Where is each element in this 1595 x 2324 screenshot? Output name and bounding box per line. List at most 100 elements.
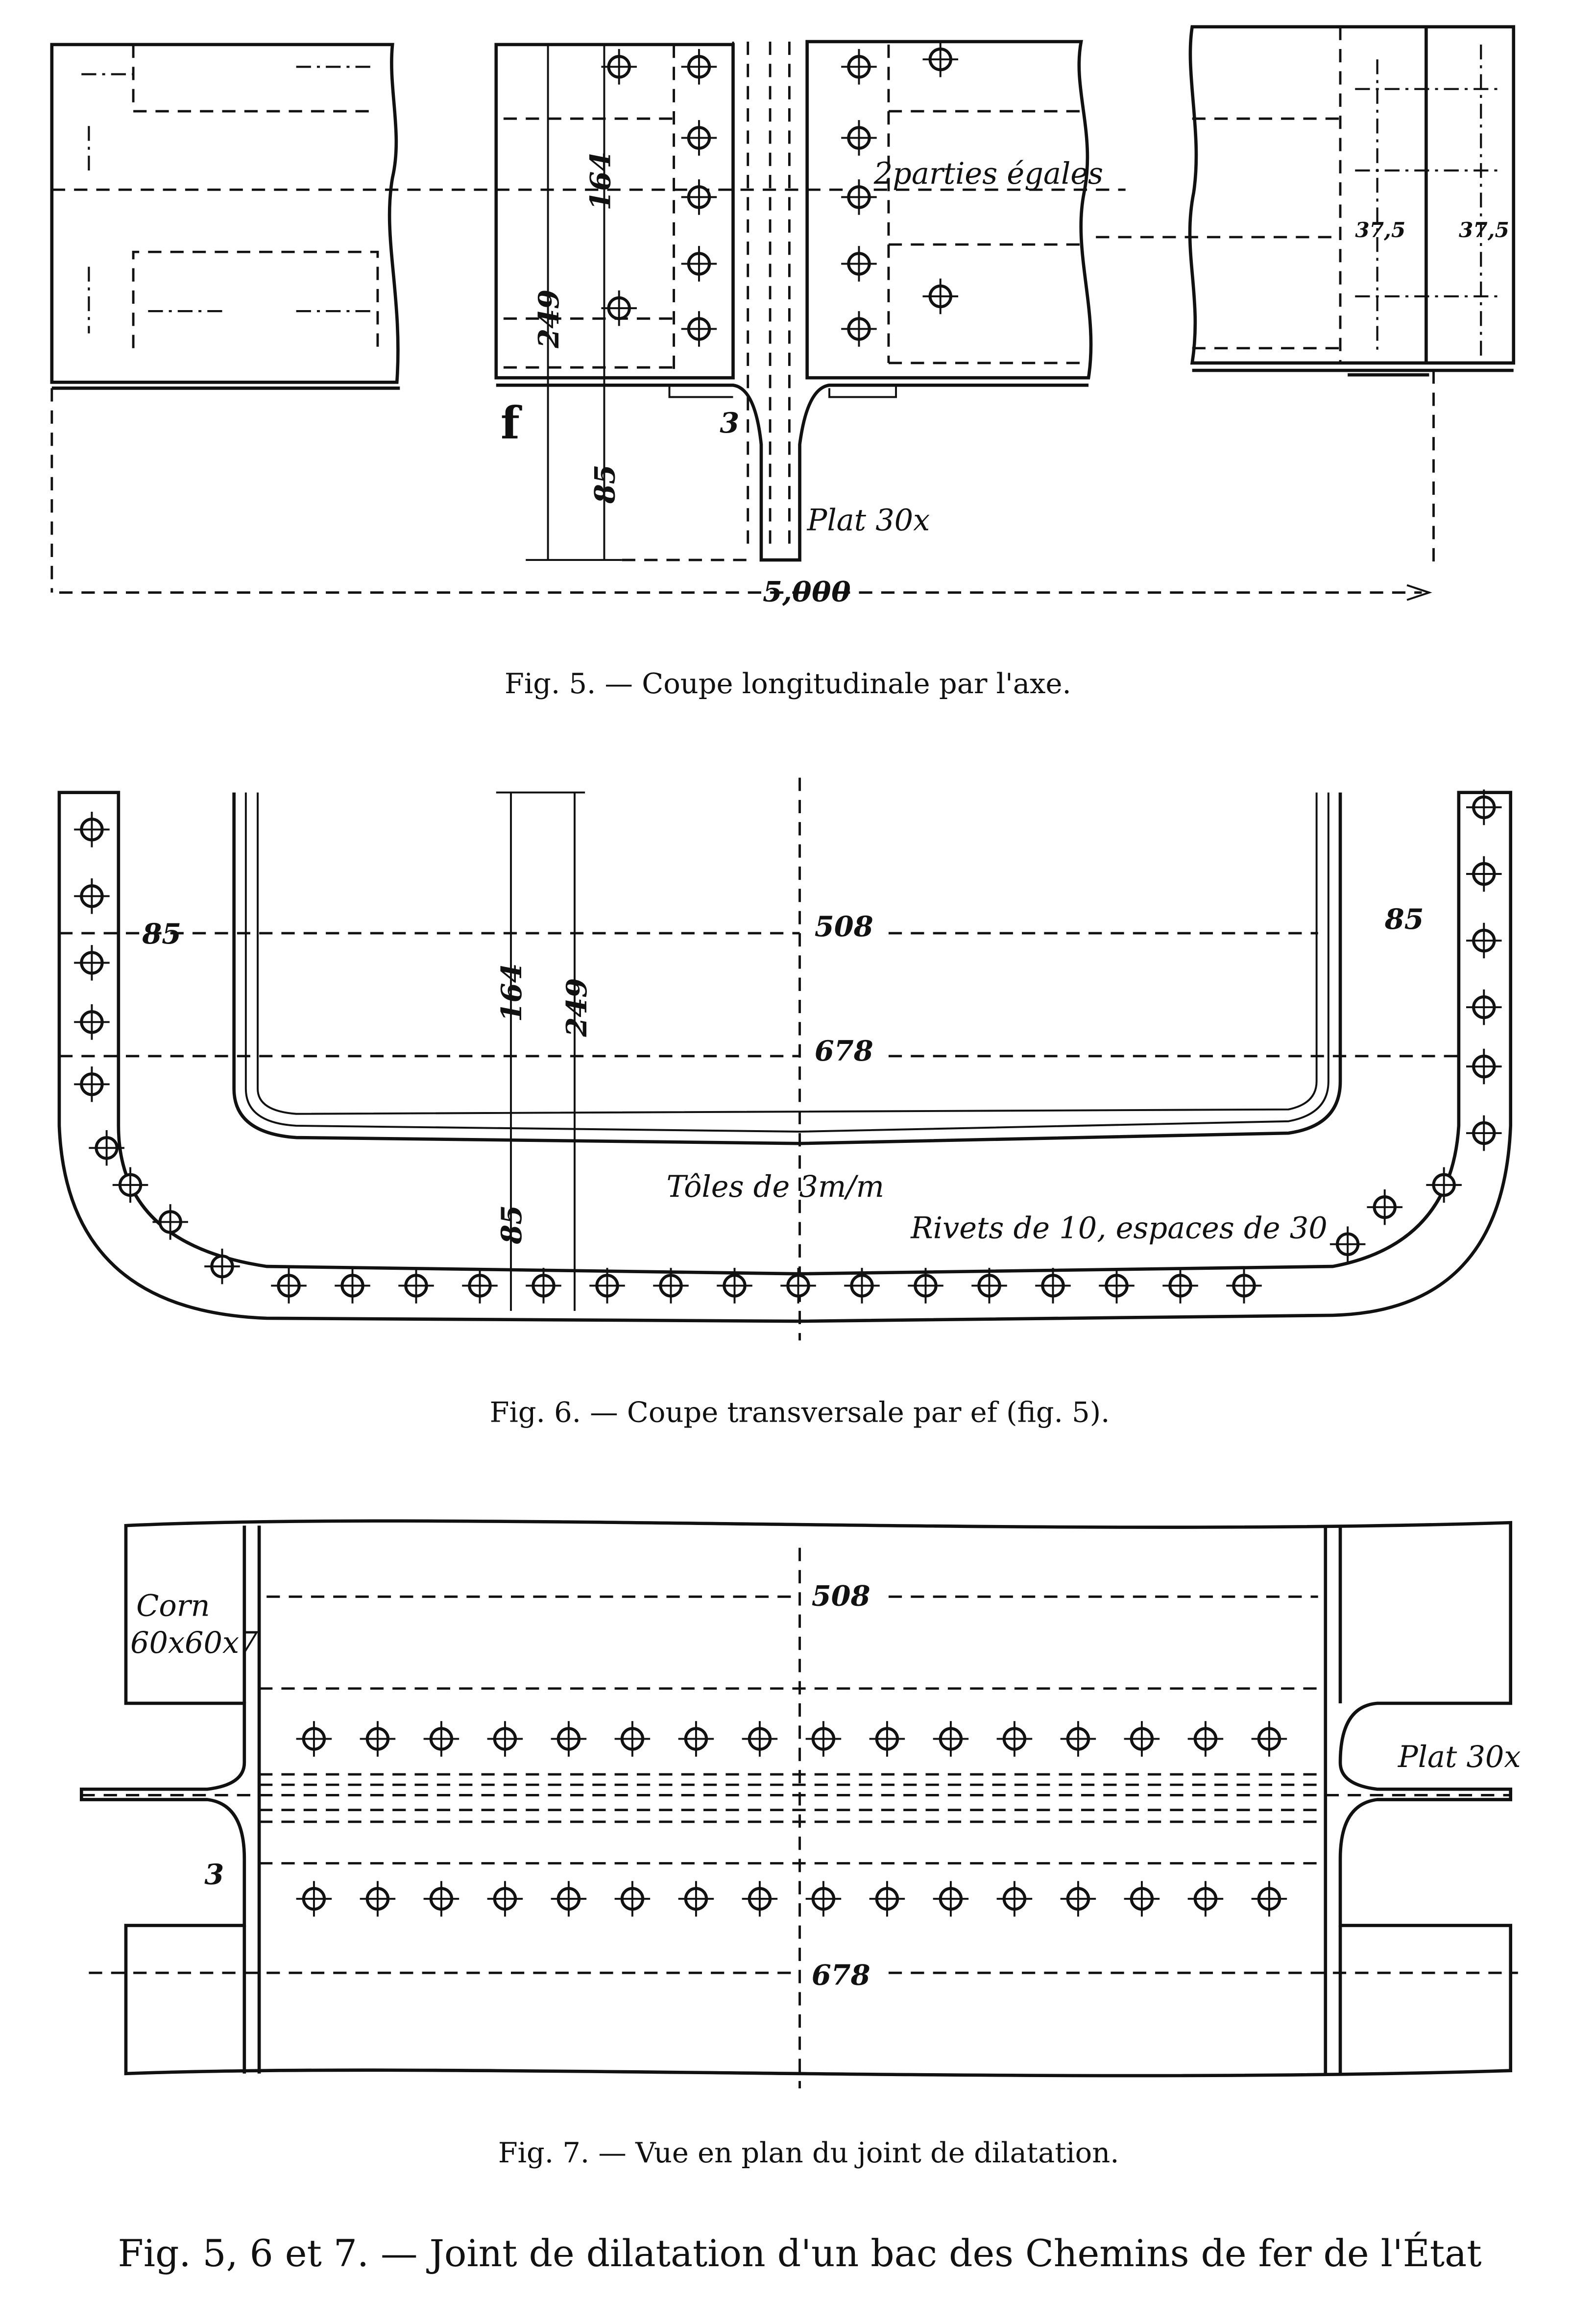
rivet-centerline bbox=[681, 311, 717, 347]
dim-85: 85 bbox=[588, 464, 622, 504]
rivet-centerline bbox=[841, 120, 877, 156]
rivet-centerline bbox=[996, 1721, 1033, 1757]
dim-85-left: 85 bbox=[142, 917, 181, 950]
rivet-centerline bbox=[1124, 1721, 1160, 1757]
rivet-centerline bbox=[841, 179, 877, 215]
rivet-centerline bbox=[869, 1881, 905, 1917]
rivet-centerline bbox=[360, 1721, 396, 1757]
rivet-centerline bbox=[335, 1268, 370, 1304]
rivet-centerline bbox=[74, 1066, 110, 1102]
rivet-centerline bbox=[678, 1881, 714, 1917]
figure-7: 508 678 Corn 60x60x7 Plat 30x 3 Fig. 7. … bbox=[79, 1519, 1521, 2169]
dim-249: 249 bbox=[560, 978, 593, 1038]
rivet-centerline bbox=[601, 290, 637, 326]
rivets-label: Rivets de 10, espaces de 30 bbox=[910, 1211, 1327, 1246]
fig5-caption: Fig. 5. — Coupe longitudinale par l'axe. bbox=[505, 667, 1071, 700]
rivet-centerline bbox=[780, 1268, 816, 1304]
rivet-centerline bbox=[922, 41, 959, 77]
rivet-centerline bbox=[1060, 1721, 1096, 1757]
rivet-centerline bbox=[1251, 1881, 1287, 1917]
rivet-centerline bbox=[74, 878, 110, 914]
plan-outline bbox=[79, 1519, 1513, 2078]
corn-label-1: Corn bbox=[136, 1589, 210, 1623]
rivet-centerline bbox=[922, 278, 959, 315]
dim-5000: 5,000 bbox=[763, 575, 851, 608]
rivet-centerline bbox=[1060, 1881, 1096, 1917]
plat-label: Plat 30x bbox=[1398, 1740, 1521, 1774]
rivet-centerline bbox=[74, 812, 110, 847]
right-plate bbox=[1188, 25, 1516, 365]
dim-678: 678 bbox=[812, 1958, 870, 1991]
rivet-centerline bbox=[204, 1248, 240, 1284]
rivet-centerline bbox=[487, 1721, 523, 1757]
rivet-centerline bbox=[1466, 1115, 1502, 1151]
rivet-centerline bbox=[74, 945, 110, 981]
rivet-centerline bbox=[1466, 856, 1502, 892]
rivet-centerline bbox=[1466, 1048, 1502, 1085]
rivet-centerline bbox=[1099, 1268, 1135, 1304]
dim-3: 3 bbox=[204, 1858, 224, 1891]
rivet-centerline bbox=[844, 1268, 880, 1304]
dim-164: 164 bbox=[495, 963, 528, 1022]
rivet-centerline bbox=[841, 246, 877, 282]
main-caption: Fig. 5, 6 et 7. — Joint de dilatation d'… bbox=[118, 2232, 1481, 2275]
rivet-centerline bbox=[1187, 1881, 1224, 1917]
rivet-centerline bbox=[601, 49, 637, 85]
rivet-centerline bbox=[423, 1881, 459, 1917]
rivet-centerline bbox=[1124, 1881, 1160, 1917]
rivet-centerline bbox=[1251, 1721, 1287, 1757]
plat-label: Plat 30x bbox=[807, 504, 930, 538]
rivet-centerline bbox=[614, 1721, 651, 1757]
rivet-centerline bbox=[360, 1881, 396, 1917]
fig7-caption: Fig. 7. — Vue en plan du joint de dilata… bbox=[498, 2136, 1119, 2169]
rivet-centerline bbox=[1466, 989, 1502, 1025]
rivet-centerline bbox=[551, 1721, 587, 1757]
rivet-centerline bbox=[398, 1268, 434, 1304]
rivet-centerline bbox=[74, 1004, 110, 1040]
rivet-centerline bbox=[1226, 1268, 1262, 1304]
rivet-centerline bbox=[717, 1268, 752, 1304]
dim-3: 3 bbox=[720, 406, 739, 439]
rivet-centerline bbox=[1187, 1721, 1224, 1757]
rivet-centerline bbox=[681, 246, 717, 282]
dim-508: 508 bbox=[812, 1579, 870, 1612]
rivet-centerline bbox=[152, 1204, 188, 1240]
rivet-centerline bbox=[1426, 1167, 1462, 1203]
dim-85-right: 85 bbox=[1384, 902, 1424, 936]
rivet-centerline bbox=[869, 1721, 905, 1757]
rivet-centerline bbox=[742, 1881, 778, 1917]
rivet-centerline bbox=[681, 120, 717, 156]
toles-label: Tôles de 3m/m bbox=[666, 1170, 884, 1204]
rivet-centerline bbox=[841, 311, 877, 347]
rivet-centerline bbox=[996, 1881, 1033, 1917]
rivet-centerline bbox=[1466, 789, 1502, 825]
dim-164: 164 bbox=[584, 152, 617, 211]
rivet-centerline bbox=[681, 179, 717, 215]
rivet-centerline bbox=[805, 1721, 842, 1757]
rivet-centerline bbox=[1466, 922, 1502, 959]
fig6-caption: Fig. 6. — Coupe transversale par ef (fig… bbox=[490, 1396, 1110, 1429]
rivet-centerline bbox=[589, 1268, 625, 1304]
rivet-centerline bbox=[681, 49, 717, 85]
figure-6: 85 85 508 678 164 249 85 Tôles de 3m/m R… bbox=[57, 777, 1513, 1429]
rivet-centerline bbox=[526, 1268, 561, 1304]
rivet-centerline bbox=[971, 1268, 1007, 1304]
rivet-centerline bbox=[908, 1268, 943, 1304]
rivet-centerline bbox=[841, 49, 877, 85]
rivet-centerline bbox=[551, 1881, 587, 1917]
rivet-centerline bbox=[112, 1167, 148, 1203]
rivet-centerline bbox=[1162, 1268, 1198, 1304]
rivet-centerline bbox=[487, 1881, 523, 1917]
inner-channel bbox=[232, 792, 1342, 1145]
rivet-centerline bbox=[1035, 1268, 1071, 1304]
figure-5: 164 249 85 3 f Plat 30x 2parties égales … bbox=[50, 25, 1516, 700]
dim-678: 678 bbox=[815, 1034, 873, 1067]
rivet-centerline bbox=[805, 1881, 842, 1917]
rivet-centerline bbox=[1367, 1189, 1402, 1225]
rivet-centerline bbox=[423, 1721, 459, 1757]
dim-37-5-b: 37,5 bbox=[1459, 218, 1509, 242]
corn-label-2: 60x60x7 bbox=[130, 1626, 258, 1660]
rivet-centerline bbox=[742, 1721, 778, 1757]
rivet-centerline bbox=[614, 1881, 651, 1917]
